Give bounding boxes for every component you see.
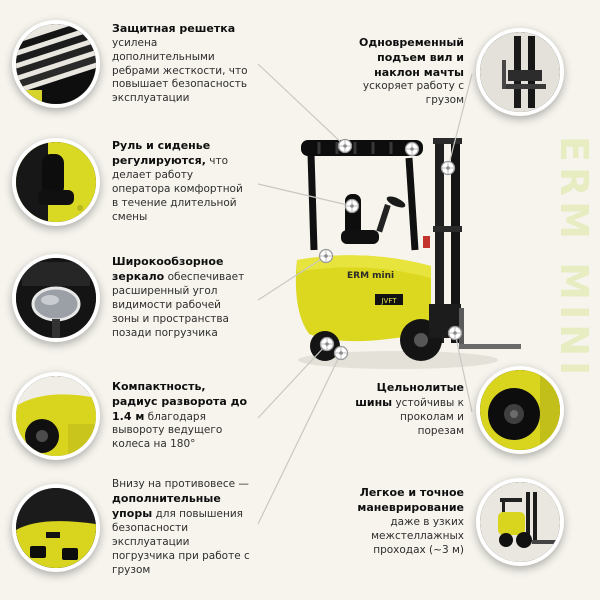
- feature-adjustable-seat: Руль и сиденье регулируются, что делает …: [12, 138, 250, 226]
- feature-text-post: ускоряет работу с грузом: [362, 80, 464, 107]
- photo-maneuverability: [476, 478, 564, 566]
- feature-text-post: устойчивы к проколам и порезам: [392, 397, 464, 437]
- feature-maneuverability: Легкое и точное маневрирование даже в уз…: [352, 478, 564, 566]
- feature-lift-tilt: Одновременный подъем вил и наклон мачты …: [352, 28, 564, 116]
- feature-text-post: даже в узких межстеллажных проходах (~3 …: [371, 516, 464, 556]
- photo-protective-grille: [12, 20, 100, 108]
- feature-text: Одновременный подъем вил и наклон мачты …: [352, 36, 464, 109]
- feature-text-bold: Одновременный подъем вил и наклон мачты: [359, 35, 464, 79]
- photo-adjustable-seat: [12, 138, 100, 226]
- feature-text: Легкое и точное маневрирование даже в уз…: [352, 486, 464, 558]
- photo-solid-tires: [476, 366, 564, 454]
- feature-text-bold: Защитная решетка: [112, 21, 236, 35]
- feature-text-post: усилена дополнительными ребрами жесткост…: [112, 36, 248, 105]
- feature-text-bold: Легкое и точное маневрирование: [357, 486, 464, 515]
- forklift-logo-badge: JVFT: [380, 297, 397, 305]
- feature-text-bold: Широкообзорное зеркало: [112, 255, 224, 284]
- feature-solid-tires: Цельнолитые шины устойчивы к проколам и …: [352, 366, 564, 454]
- feature-protective-grille: Защитная решетка усилена дополнительными…: [12, 20, 250, 108]
- feature-text: Защитная решетка усилена дополнительными…: [112, 22, 250, 107]
- forklift-illustration: ERM mini JVFT: [295, 138, 521, 369]
- feature-turning-radius: Компактность, радиус разворота до 1.4 м …: [12, 372, 250, 460]
- feature-wide-mirror: Широкообзорное зеркало обеспечивает расш…: [12, 254, 250, 342]
- feature-text-post: благодаря вывороту ведущего колеса на 18…: [112, 410, 223, 451]
- feature-text-bold: Руль и сиденье регулируются,: [112, 139, 211, 168]
- feature-text-bold: Цельнолитые шины: [355, 381, 464, 410]
- photo-counterweight-stops: [12, 483, 100, 572]
- feature-text-bold: дополнительные упоры: [112, 491, 221, 520]
- forklift-model-badge: ERM mini: [347, 271, 394, 281]
- feature-text-bold: Компактность, радиус разворота до 1.4 м: [112, 379, 248, 423]
- feature-text: Руль и сиденье регулируются, что делает …: [112, 139, 250, 225]
- feature-text: Широкообзорное зеркало обеспечивает расш…: [112, 255, 250, 341]
- feature-text-post: что делает работу оператора комфортной в…: [112, 155, 243, 223]
- feature-text: Внизу на противовесе — дополнительные уп…: [112, 478, 250, 578]
- feature-text-pre: Внизу на противовесе —: [112, 478, 249, 490]
- feature-text-post: для повышения безопасности эксплуатации …: [112, 507, 250, 576]
- feature-text: Компактность, радиус разворота до 1.4 м …: [112, 380, 250, 453]
- vertical-brand-label: ERM MINI: [552, 136, 596, 381]
- feature-text-post: обеспечивает расширенный угол видимости …: [112, 271, 245, 339]
- feature-text: Цельнолитые шины устойчивы к проколам и …: [352, 381, 464, 439]
- feature-counterweight-stops: Внизу на противовесе — дополнительные уп…: [12, 478, 250, 578]
- photo-wide-mirror: [12, 254, 100, 342]
- photo-lift-tilt: [476, 28, 564, 116]
- photo-turning-radius: [12, 372, 100, 460]
